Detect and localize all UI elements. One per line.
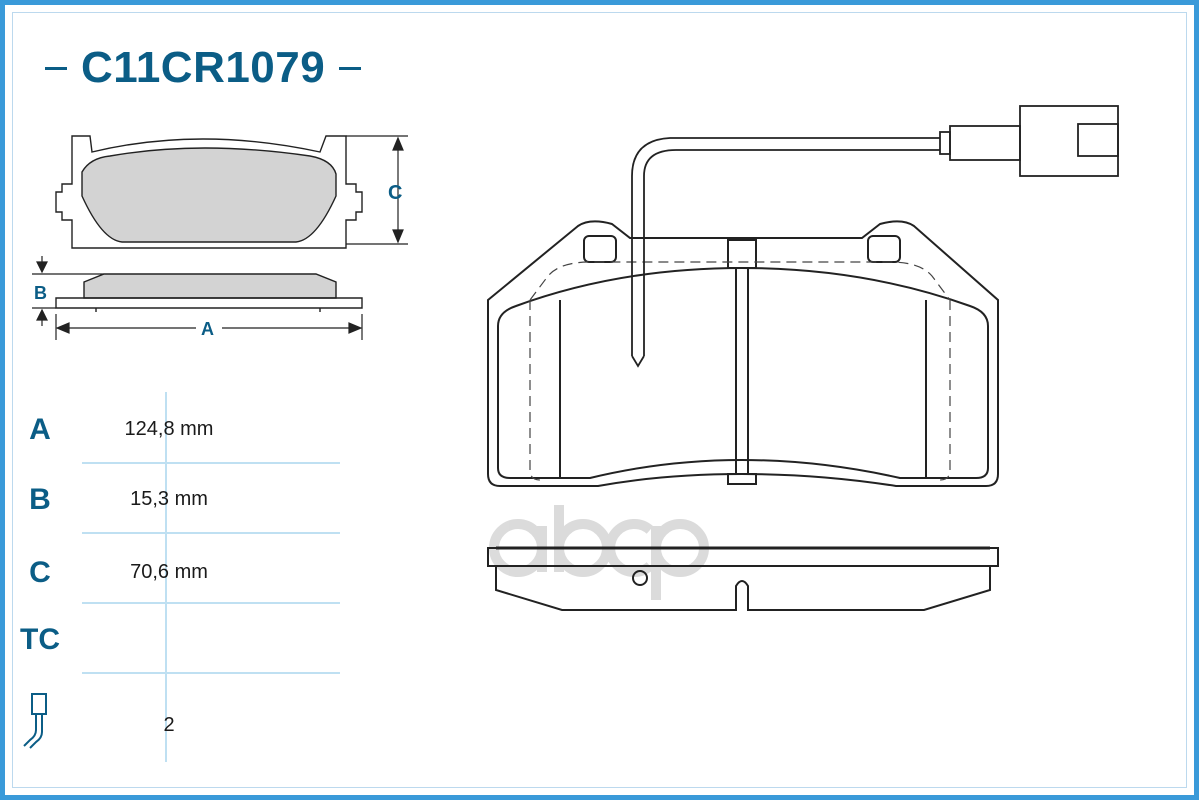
spec-row-a: A 124,8 mm	[0, 402, 258, 457]
spec-row-sensor: 2	[0, 692, 258, 758]
part-number-title: C11CR1079	[45, 38, 362, 98]
dimension-a-label: A	[201, 319, 214, 339]
dimension-b-label: B	[34, 283, 47, 303]
dimension-b	[32, 256, 104, 326]
large-pad-side-view	[487, 546, 999, 611]
spec-row-separator	[82, 462, 340, 464]
spec-label: A	[29, 412, 51, 446]
dimension-a	[55, 314, 363, 340]
large-pad-hidden-lines	[529, 261, 951, 481]
inner-frame	[12, 12, 1187, 788]
sensor-wire-icon	[0, 692, 80, 758]
watermark-logo	[489, 505, 709, 600]
spec-value: 2	[163, 713, 175, 736]
title-dash-left	[45, 66, 67, 70]
spec-row-c: C 70,6 mm	[0, 545, 258, 600]
wear-sensor	[631, 105, 1119, 368]
spec-value: 124,8 mm	[124, 418, 214, 440]
spec-row-separator	[82, 532, 340, 534]
spec-value: 15,3 mm	[130, 488, 208, 510]
small-pad-side-view	[55, 273, 363, 312]
part-number: C11CR1079	[81, 43, 326, 92]
dimension-c-label: C	[388, 182, 402, 204]
spec-row-b: B 15,3 mm	[0, 472, 258, 527]
spec-label: B	[29, 482, 51, 516]
spec-label: C	[29, 555, 51, 589]
spec-row-separator	[82, 602, 340, 604]
large-pad-front-view	[487, 220, 999, 487]
title-dash-right	[339, 66, 362, 70]
spec-table-divider	[165, 392, 167, 762]
spec-row-tc: TC	[0, 612, 258, 667]
spec-label: TC	[20, 622, 60, 656]
dimension-c	[346, 135, 408, 245]
small-pad-front-view	[55, 135, 363, 249]
spec-row-separator	[82, 672, 340, 674]
spec-value: 70,6 mm	[130, 561, 208, 583]
